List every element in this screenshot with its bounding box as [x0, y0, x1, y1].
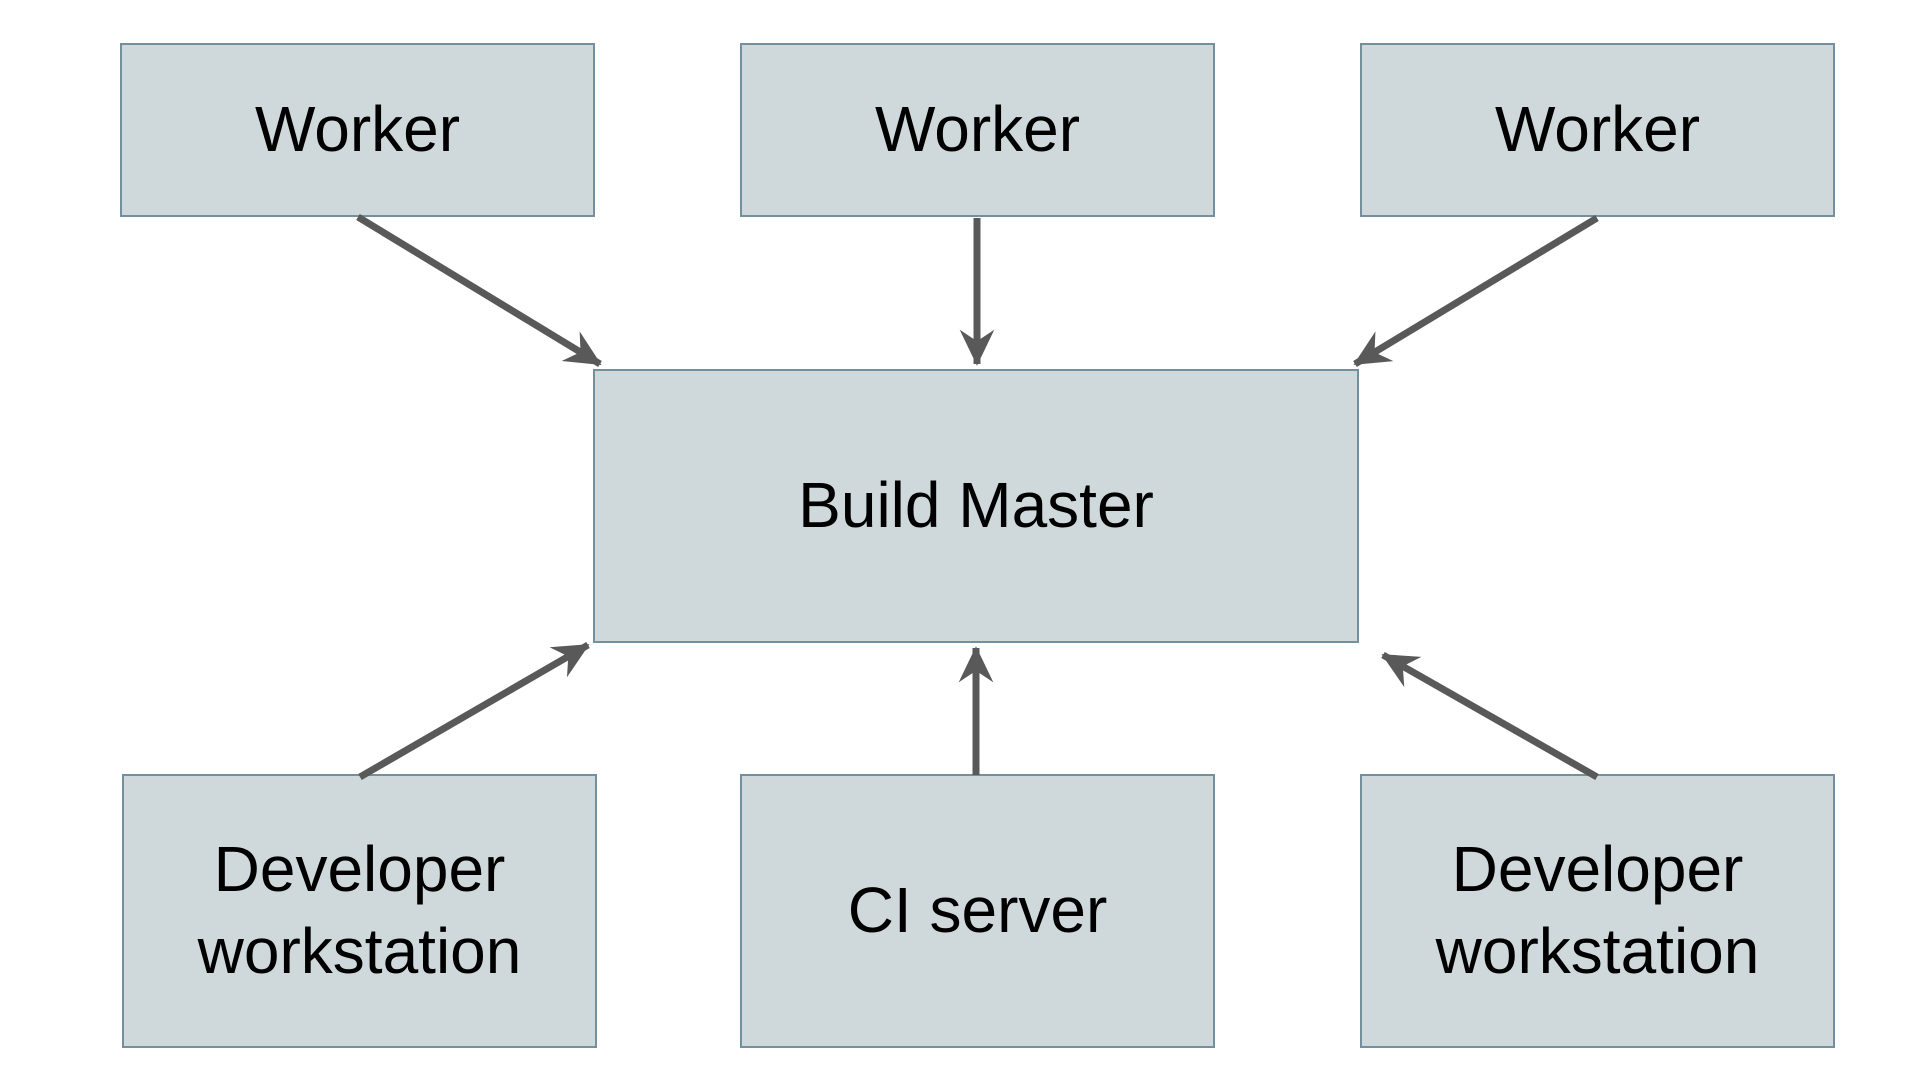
node-worker-3-label: Worker: [1494, 93, 1701, 166]
node-worker-1-label: Worker: [254, 93, 461, 166]
arrow-dev-workstation-1-to-build-master: [358, 641, 590, 781]
arrow-worker-1-to-build-master: [356, 214, 602, 367]
node-build-master-label: Build Master: [798, 469, 1154, 542]
arrow-worker-3-to-build-master: [1353, 215, 1599, 367]
node-build-master: Build Master: [593, 369, 1359, 643]
node-ci-server: CI server: [740, 774, 1215, 1048]
node-worker-3: Worker: [1360, 43, 1835, 217]
arrow-dev-workstation-2-to-build-master: [1381, 651, 1599, 781]
node-dev-workstation-2-label: Developer workstation: [1435, 833, 1760, 987]
node-dev-workstation-2: Developer workstation: [1360, 774, 1835, 1048]
node-worker-2-label: Worker: [874, 93, 1081, 166]
node-dev-workstation-1: Developer workstation: [122, 774, 597, 1048]
node-ci-server-label: CI server: [847, 874, 1108, 947]
node-dev-workstation-1-label: Developer workstation: [197, 833, 522, 987]
node-worker-1: Worker: [120, 43, 595, 217]
node-worker-2: Worker: [740, 43, 1215, 217]
